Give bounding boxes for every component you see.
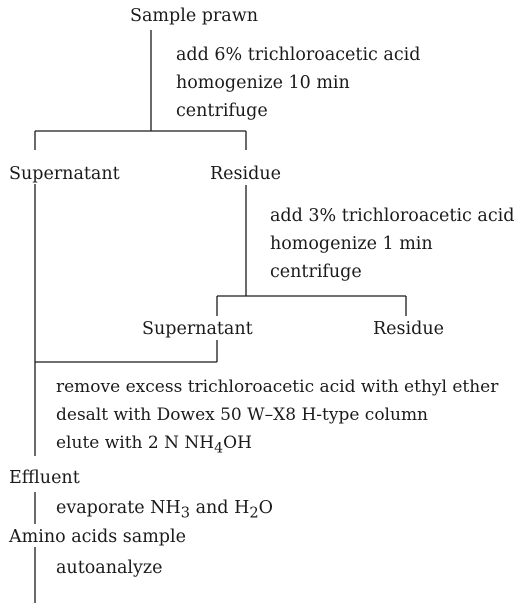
step5-op: autoanalyze bbox=[56, 558, 163, 578]
step2-op-1: add 3% trichloroacetic acid bbox=[270, 206, 515, 226]
residue-2: Residue bbox=[373, 319, 444, 339]
step3-op-3-sub: 4 bbox=[214, 440, 224, 457]
step2-op-2: homogenize 1 min bbox=[270, 234, 433, 254]
step3-op-2: desalt with Dowex 50 W–X8 H-type column bbox=[56, 405, 429, 425]
step4-prefix: evaporate NH bbox=[56, 498, 181, 518]
supernatant-2: Supernatant bbox=[142, 319, 253, 339]
step3-op-3-tail: OH bbox=[223, 433, 252, 453]
step1-op-2: homogenize 10 min bbox=[176, 73, 350, 93]
effluent-node: Effluent bbox=[9, 468, 80, 488]
amino-node: Amino acids sample bbox=[9, 527, 186, 547]
supernatant-1: Supernatant bbox=[9, 164, 120, 184]
step1-op-1: add 6% trichloroacetic acid bbox=[176, 45, 421, 65]
step4-sub2: 2 bbox=[249, 504, 259, 522]
residue-1: Residue bbox=[210, 164, 281, 184]
step3-op-3-text: elute with 2 N NH bbox=[56, 433, 215, 453]
step3-op-1: remove excess trichloroacetic acid with … bbox=[56, 377, 499, 397]
step4-suffix: O bbox=[258, 498, 273, 518]
step4-mid: and H bbox=[190, 498, 250, 518]
step2-op-3: centrifuge bbox=[270, 262, 362, 282]
start-node: Sample prawn bbox=[130, 6, 258, 26]
step4-sub1: 3 bbox=[180, 504, 191, 522]
step4-op: evaporate NH3 and H2O bbox=[56, 497, 273, 525]
step1-op-3: centrifuge bbox=[176, 101, 268, 121]
step3-op-3: elute with 2 N NH4OH bbox=[56, 432, 252, 459]
